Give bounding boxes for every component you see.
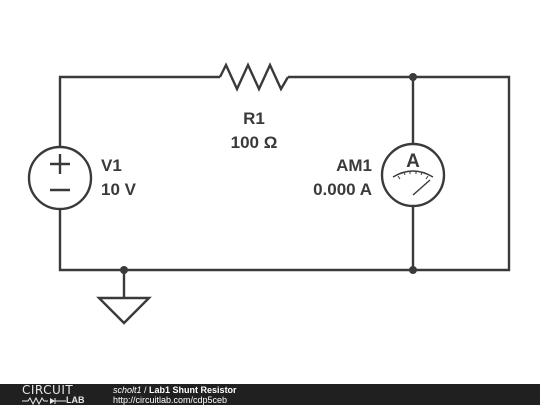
junction-ground	[120, 266, 128, 274]
source-name: V1	[101, 156, 122, 175]
circuit-title: Lab1 Shunt Resistor	[149, 385, 237, 395]
ammeter-am1: A	[380, 142, 446, 208]
wires	[58, 75, 511, 298]
circuit-url[interactable]: http://circuitlab.com/cdp5ceb	[113, 395, 228, 405]
resistor-name: R1	[243, 109, 265, 128]
circuit-meta: scholt1 / Lab1 Shunt Resistor	[113, 385, 237, 395]
logo-text-top: CIRCUIT	[22, 383, 74, 397]
resistor-r1	[218, 62, 290, 92]
wire-top-left	[58, 75, 220, 148]
wire-top-right	[58, 75, 511, 272]
author-link[interactable]: scholt1	[113, 385, 142, 395]
ammeter-symbol: A	[406, 151, 420, 172]
voltage-source-v1	[27, 145, 93, 211]
logo-lab-text: LAB	[66, 395, 85, 405]
circuit-schematic: R1 100 Ω V1 10 V A AM1 0.000 A	[27, 62, 511, 325]
meter-scale-icon	[392, 170, 434, 178]
circuitlab-logo[interactable]: CIRCUIT LAB	[22, 384, 94, 405]
meta-separator: /	[141, 385, 150, 395]
logo-text-bottom-row: LAB	[22, 395, 85, 405]
ground-symbol	[96, 296, 152, 325]
resistor-value: 100 Ω	[231, 133, 278, 152]
junction-bottom-right	[409, 266, 417, 274]
source-value: 10 V	[101, 180, 137, 199]
ammeter-name: AM1	[336, 156, 372, 175]
meter-needle-icon	[412, 179, 431, 196]
ammeter-value: 0.000 A	[313, 180, 372, 199]
junction-top-right	[409, 73, 417, 81]
resistor-diode-icon	[22, 397, 66, 405]
footer-bar: CIRCUIT LAB scholt1 / Lab1 Shunt Resisto…	[0, 384, 540, 405]
